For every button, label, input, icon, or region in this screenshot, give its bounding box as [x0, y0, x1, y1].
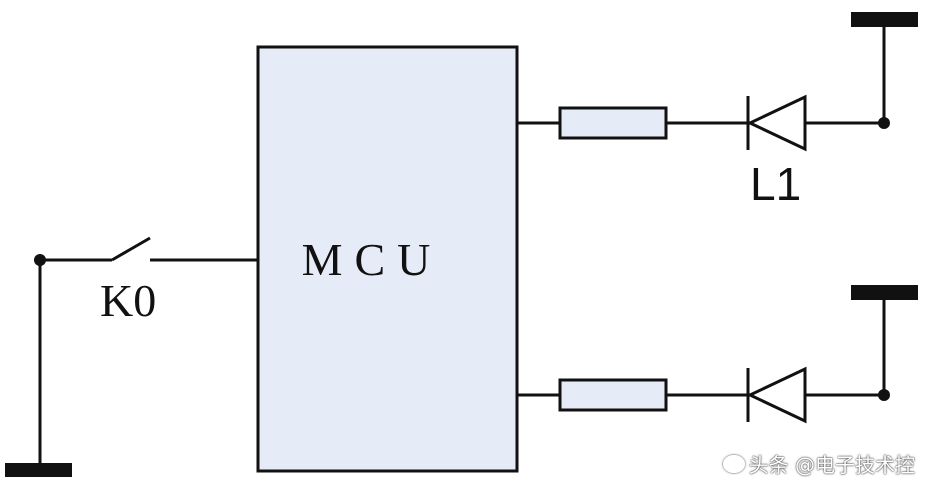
watermark-text: 头条 @电子技术控 [748, 453, 915, 477]
switch-k0-branch [38, 236, 258, 468]
bottom-led-diode [746, 366, 807, 424]
bottom-output-branch [517, 292, 886, 397]
bottom-resistor [558, 378, 668, 412]
top-resistor [558, 106, 668, 140]
switch-label: K0 [100, 275, 156, 326]
bottom-ground-bar [851, 285, 918, 300]
led-top-label: L1 [750, 158, 801, 210]
left-ground-bar [5, 463, 72, 477]
watermark: 头条 @电子技术控 [722, 449, 915, 478]
mcu-block [256, 45, 519, 473]
top-output-branch [517, 20, 886, 125]
top-junction-dot [878, 117, 890, 129]
top-led-diode [746, 94, 807, 152]
mcu-label: MCU [302, 234, 443, 285]
watermark-icon [722, 454, 745, 473]
left-junction-dot [34, 254, 46, 266]
top-ground-bar [851, 12, 918, 27]
switch-blade [111, 236, 151, 262]
bottom-junction-dot [878, 389, 890, 401]
